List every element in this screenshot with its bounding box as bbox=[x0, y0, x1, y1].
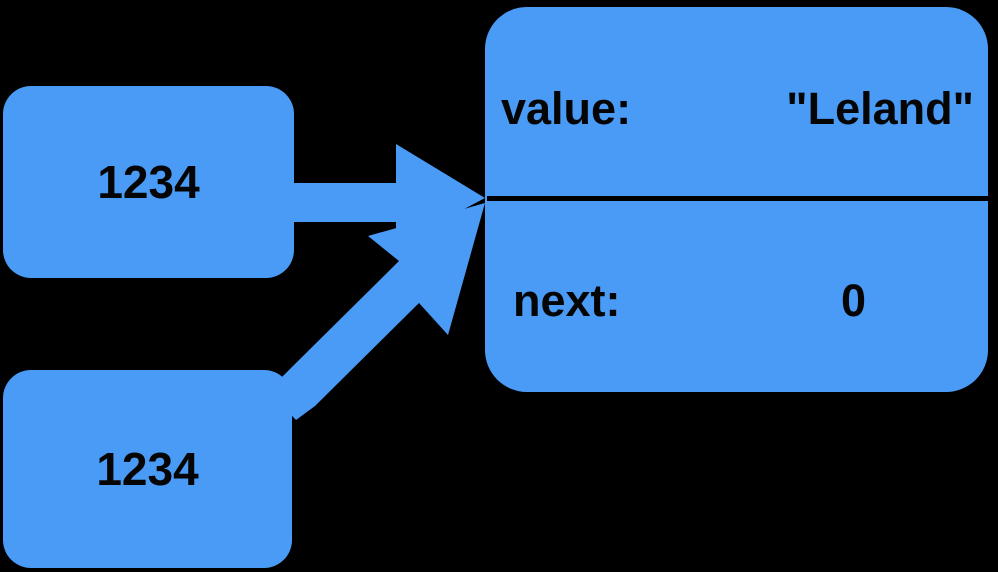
pointer-box-bottom[interactable]: 1234 bbox=[3, 370, 292, 568]
node-field-value-value: "Leland" bbox=[786, 82, 974, 134]
node-field-next-row: next: 0 bbox=[485, 252, 988, 348]
node-box[interactable]: value: "Leland" next: 0 bbox=[485, 7, 990, 392]
pointer-box-top[interactable]: 1234 bbox=[3, 86, 294, 278]
node-field-value-row: value: "Leland" bbox=[485, 60, 988, 156]
node-field-next-key: next: bbox=[513, 274, 621, 326]
node-field-divider bbox=[487, 196, 990, 201]
pointer-address-label: 1234 bbox=[96, 443, 199, 495]
node-field-next-value: 0 bbox=[840, 274, 866, 326]
node-field-value-key: value: bbox=[501, 82, 632, 134]
arrow-diagonal bbox=[268, 203, 485, 420]
pointer-address-label: 1234 bbox=[97, 156, 200, 208]
